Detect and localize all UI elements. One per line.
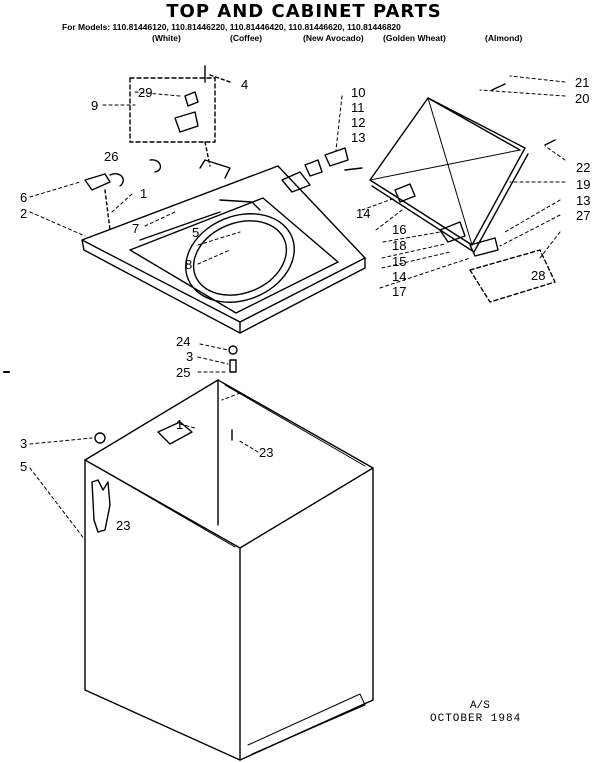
screws-10-13	[281, 147, 363, 193]
callout-19: 19	[576, 177, 591, 192]
callout-28: 28	[531, 268, 546, 283]
color-label: (New Avocado)	[303, 33, 364, 43]
callout-14: 14	[356, 206, 371, 221]
callout-1b: 1	[176, 417, 184, 432]
callout-29: 29	[138, 85, 153, 100]
callout-25: 25	[176, 365, 191, 380]
callout-22: 22	[576, 160, 591, 175]
callout-1: 1	[140, 186, 148, 201]
callout-13: 13	[351, 130, 366, 145]
callout-7: 7	[132, 221, 140, 236]
top-panel	[81, 159, 366, 334]
callout-13b: 13	[576, 193, 591, 208]
callout-9: 9	[91, 98, 99, 113]
callout-20: 20	[575, 91, 590, 106]
callout-6: 6	[20, 190, 28, 205]
switch-bracket-29	[174, 91, 199, 133]
callout-27: 27	[576, 208, 591, 223]
callout-21: 21	[575, 75, 590, 90]
callout-24: 24	[176, 334, 191, 349]
callout-17: 17	[392, 284, 407, 299]
callout-23: 23	[259, 445, 274, 460]
model-numbers: For Models: 110.81446120, 110.81446220, …	[62, 22, 401, 32]
callout-15: 15	[392, 254, 407, 269]
leader-lines	[29, 75, 566, 541]
callout-18: 18	[392, 238, 407, 253]
callout-26: 26	[104, 149, 119, 164]
callout-12: 12	[351, 115, 366, 130]
color-list: (White) (Coffee) (New Avocado) (Golden W…	[0, 33, 608, 45]
callout-8: 8	[185, 257, 193, 272]
cabinet	[84, 379, 374, 761]
detail-box-9	[129, 77, 216, 167]
callout-5: 5	[192, 225, 200, 240]
color-label: (Coffee)	[230, 33, 263, 43]
color-label: (Almond)	[485, 33, 523, 43]
lid	[369, 83, 556, 253]
bracket-1-23	[157, 421, 233, 445]
hinge-brackets-15-18	[394, 183, 499, 257]
callout-16: 16	[392, 222, 407, 237]
page-title: TOP AND CABINET PARTS	[166, 1, 442, 22]
callout-23b: 23	[116, 518, 131, 533]
color-label: (White)	[152, 33, 181, 43]
callout-3: 3	[186, 349, 194, 364]
leader-4	[209, 74, 231, 83]
callout-3b: 3	[20, 436, 28, 451]
callout-5b: 5	[20, 459, 28, 474]
callout-11: 11	[351, 100, 365, 115]
callout-4: 4	[241, 77, 249, 92]
detail-box-28	[469, 249, 556, 303]
callout-10: 10	[351, 85, 366, 100]
color-label: (Golden Wheat)	[383, 33, 446, 43]
hinge-parts-6-26	[84, 159, 162, 231]
footer-code: A/S	[470, 700, 490, 712]
fasteners-24-25	[94, 345, 238, 444]
callout-14b: 14	[392, 269, 407, 284]
callout-2: 2	[20, 206, 28, 221]
footer-date: OCTOBER 1984	[430, 713, 522, 725]
